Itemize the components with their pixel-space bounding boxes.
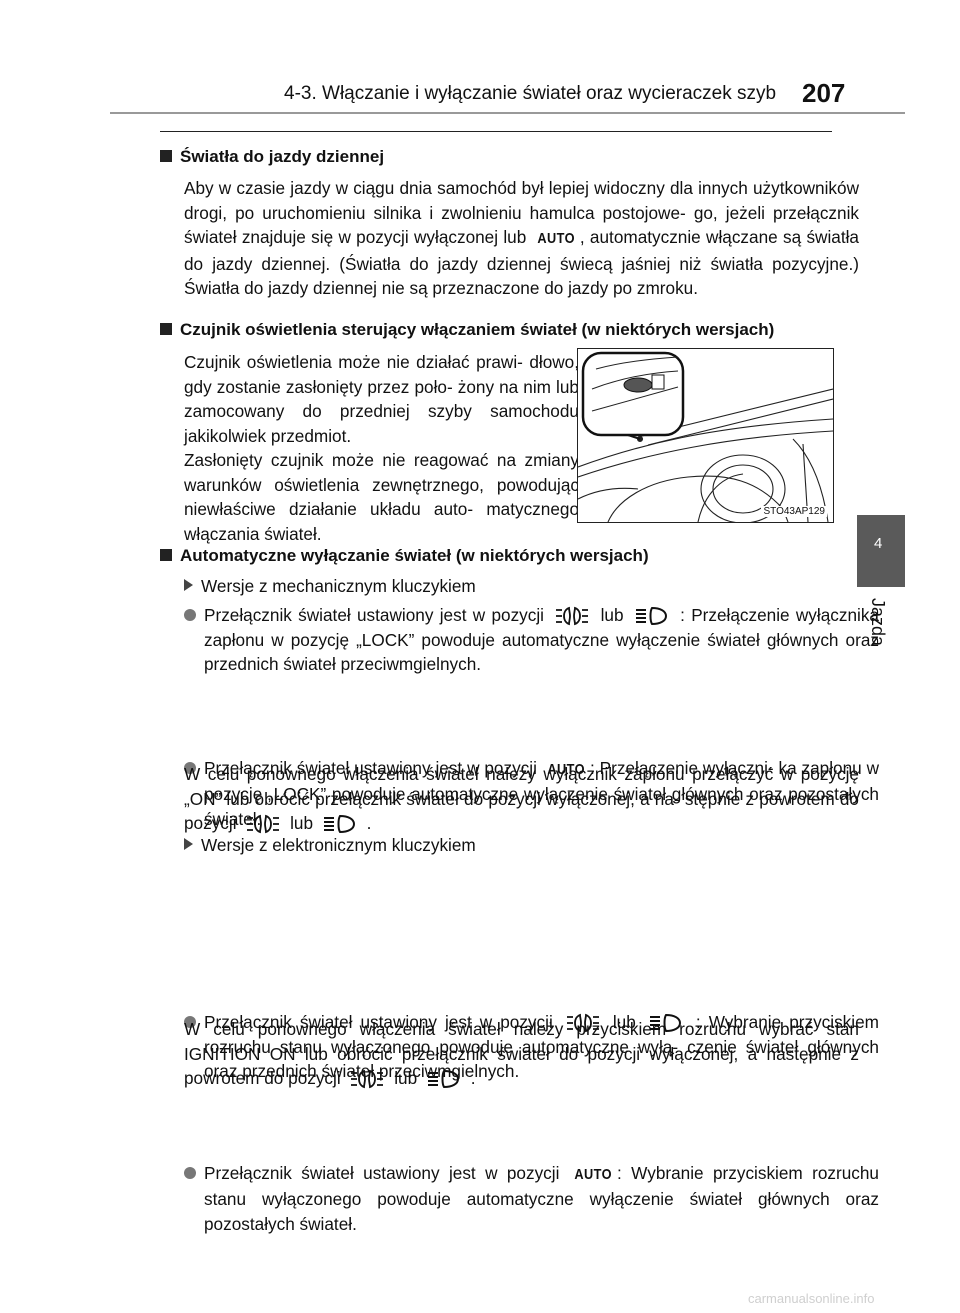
chapter-tab[interactable]	[857, 515, 905, 587]
headlight-icon	[635, 607, 667, 626]
bullet-elec-2: Przełącznik świateł ustawiony jest w poz…	[160, 1161, 879, 1237]
footer-watermark: carmanualsonline.info	[748, 1291, 875, 1306]
dashboard-drawing	[578, 351, 833, 522]
parking-light-icon	[351, 1070, 384, 1089]
paragraph-sensor-1: Czujnik oświetlenia może nie działać pra…	[184, 352, 579, 446]
page-number: 207	[802, 78, 846, 108]
paragraph-elec-restore: W celu ponownego włączenia świateł należ…	[160, 1017, 859, 1091]
round-bullet-icon	[184, 1166, 196, 1179]
square-bullet-icon	[160, 549, 172, 561]
bullet-mech-2: Przełącznik świateł ustawiony jest w poz…	[160, 756, 879, 832]
round-bullet-icon	[184, 609, 196, 621]
page-header: 4-3. Włączanie i wyłączanie świateł oraz…	[0, 0, 960, 114]
chapter-tab-label: Jazda	[868, 598, 888, 647]
headlight-icon	[649, 1014, 681, 1033]
light-sensor-illustration: STO43AP129	[577, 348, 834, 523]
headlight-icon	[323, 815, 355, 834]
auto-symbol-icon: AUTO	[574, 1165, 612, 1183]
bullet-elec-1: Przełącznik świateł ustawiony jest w poz…	[160, 1010, 879, 1084]
triangle-bullet-icon	[184, 579, 193, 591]
header-divider	[110, 112, 905, 114]
round-bullet-icon	[184, 1016, 196, 1028]
subheading-mechanical-key: Wersje z mechanicznym kluczykiem	[160, 574, 859, 599]
triangle-bullet-icon	[184, 838, 193, 850]
square-bullet-icon	[160, 150, 172, 162]
paragraph-mech-restore: W celu ponownego włączenia świateł należ…	[160, 762, 859, 836]
heading-drl: Światła do jazdy dziennej	[160, 145, 835, 169]
square-bullet-icon	[160, 323, 172, 335]
page-content: Światła do jazdy dziennej Aby w czasie j…	[160, 0, 879, 1234]
subheading-electronic-key: Wersje z elektronicznym kluczykiem	[160, 833, 859, 858]
parking-light-icon	[556, 607, 589, 626]
parking-light-icon	[566, 1014, 599, 1033]
figure-code: STO43AP129	[761, 506, 827, 517]
auto-symbol-icon: AUTO	[547, 760, 585, 778]
paragraph-drl: Aby w czasie jazdy w ciągu dnia samochód…	[184, 178, 859, 298]
section-divider	[160, 131, 832, 132]
heading-auto-off: Automatyczne wyłączanie świateł (w niekt…	[160, 544, 835, 568]
paragraph-sensor-2: Zasłonięty czujnik może nie reagować na …	[184, 450, 579, 544]
chapter-tab-number: 4	[874, 535, 883, 552]
heading-sensor: Czujnik oświetlenia sterujący włączaniem…	[160, 318, 835, 342]
bullet-mech-1: Przełącznik świateł ustawiony jest w poz…	[160, 603, 879, 677]
round-bullet-icon	[184, 761, 196, 774]
parking-light-icon	[247, 815, 280, 834]
auto-symbol-icon: AUTO	[536, 230, 575, 247]
chapter-title: 4-3. Włączanie i wyłączanie świateł oraz…	[284, 83, 777, 104]
headlight-icon	[427, 1070, 459, 1089]
